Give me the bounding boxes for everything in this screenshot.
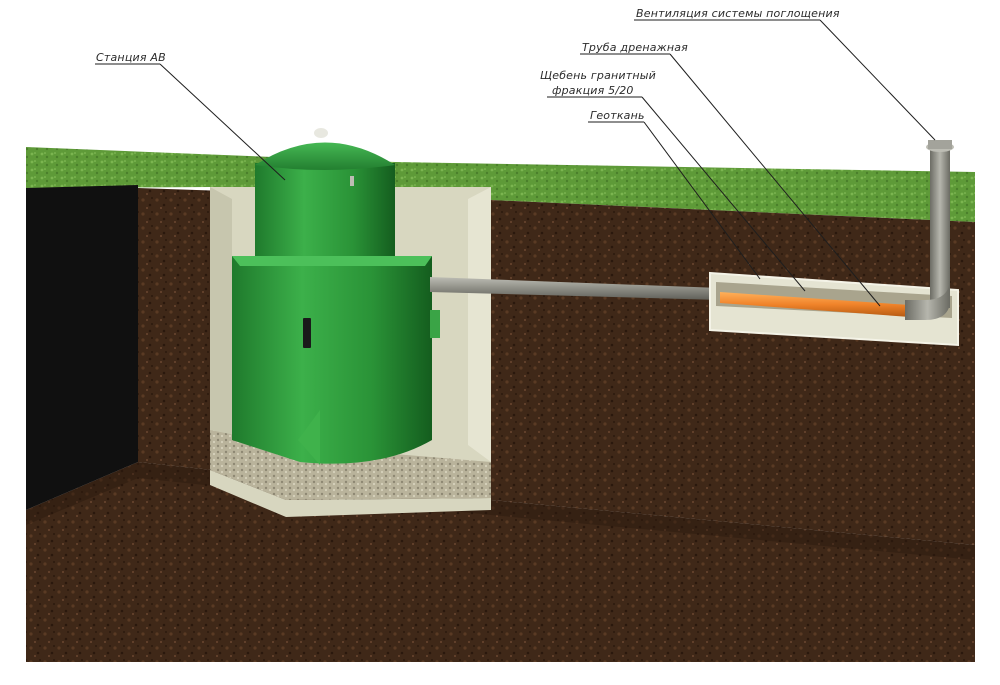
label-ventilation: Вентиляция системы поглощения (636, 7, 840, 20)
label-gravel-line1: Щебень гранитный (540, 69, 656, 82)
leader-station (159, 63, 286, 181)
leader-drain-pipe (669, 53, 881, 307)
leader-ventilation (819, 19, 936, 141)
leader-gravel (641, 96, 806, 292)
drain-trench (709, 271, 959, 347)
leader-geotextile (643, 121, 761, 280)
soil-floor (26, 462, 975, 662)
soil-section-left (26, 185, 138, 510)
outlet-pipe (430, 277, 720, 300)
label-gravel-line2: фракция 5/20 (552, 84, 634, 97)
ventilation-pipe (905, 140, 954, 320)
label-station: Станция АВ (96, 51, 166, 64)
label-drain-pipe: Труба дренажная (582, 41, 688, 54)
station-tank (232, 128, 440, 465)
label-geotextile: Геоткань (590, 109, 645, 122)
concrete-slab (210, 470, 491, 517)
drain-pipe (720, 292, 910, 317)
